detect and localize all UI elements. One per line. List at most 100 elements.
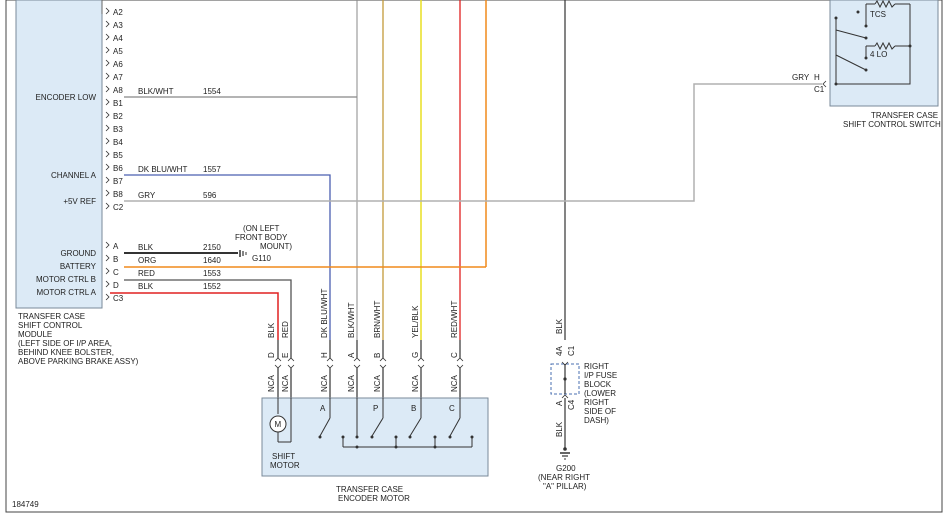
nca-labels: NCA NCA NCA NCA NCA NCA NCA — [267, 374, 459, 392]
vlabel-brnwht: BRN/WHT — [373, 301, 382, 338]
vlabel-blkwht: BLK/WHT — [347, 302, 356, 338]
wire-circuit-label: 596 — [203, 191, 217, 200]
svg-text:NCA: NCA — [267, 374, 276, 392]
svg-text:A: A — [347, 352, 356, 358]
svg-text:NCA: NCA — [320, 374, 329, 392]
svg-text:G: G — [411, 352, 420, 358]
wire-1557 — [124, 174, 331, 340]
vlabel-yelblk: YEL/BLK — [411, 305, 420, 338]
svg-text:I/P FUSE: I/P FUSE — [584, 371, 617, 380]
svg-text:G110: G110 — [252, 254, 272, 263]
svg-text:SIDE OF: SIDE OF — [584, 407, 616, 416]
ground-g200-location: (NEAR RIGHT — [538, 473, 590, 482]
svg-text:MODULE: MODULE — [18, 330, 52, 339]
encoder-bus — [395, 437, 436, 447]
shift-motor-label: MOTOR — [270, 461, 300, 470]
svg-text:NCA: NCA — [373, 374, 382, 392]
label-5v-ref: +5V REF — [63, 197, 96, 206]
switch-title: SHIFT CONTROL SWITCH — [843, 120, 941, 129]
svg-text:RIGHT: RIGHT — [584, 398, 609, 407]
switch-wire-gry: GRY — [792, 73, 810, 82]
pin-label: A8 — [113, 86, 123, 95]
pin-label: B3 — [113, 125, 123, 134]
motor-connector-chevrons — [274, 357, 464, 369]
ground-g110-symbol — [239, 250, 247, 257]
label-encoder-low: ENCODER LOW — [36, 93, 97, 102]
pin-label: C — [113, 268, 119, 277]
svg-text:NCA: NCA — [450, 374, 459, 392]
svg-text:FRONT BODY: FRONT BODY — [235, 233, 288, 242]
pin-label: B8 — [113, 190, 123, 199]
shift-control-switch-box — [829, 0, 939, 107]
motor-connector-pins: D E H A B G C — [267, 352, 459, 358]
encoder-junction-dots — [318, 435, 474, 449]
pin-label: C3 — [113, 294, 124, 303]
pin-label: A7 — [113, 73, 123, 82]
ground-g110-label: (ON LEFT FRONT BODY MOUNT) G110 — [235, 224, 292, 263]
ground-g200-label: G200 — [556, 464, 576, 473]
svg-text:MOUNT): MOUNT) — [260, 242, 292, 251]
svg-text:BLOCK: BLOCK — [584, 380, 612, 389]
pin-label: A5 — [113, 47, 123, 56]
label-channel-a: CHANNEL A — [51, 171, 97, 180]
fuse-pin-4a: 4A — [555, 346, 564, 356]
wire-color-label: BLK/WHT — [138, 87, 174, 96]
pin-label: B5 — [113, 151, 123, 160]
fuse-conn-c1: C1 — [567, 345, 576, 356]
shift-motor-symbol: M — [269, 398, 292, 443]
svg-text:M: M — [275, 420, 282, 429]
fuse-conn-c4: C4 — [567, 399, 576, 410]
pin-label: A — [113, 242, 119, 251]
fuse-block-chevrons — [561, 361, 569, 399]
svg-text:BEHIND KNEE BOLSTER,: BEHIND KNEE BOLSTER, — [18, 348, 114, 357]
shift-control-module-box — [15, 0, 103, 309]
vlabel-dkbluwht: DK BLU/WHT — [320, 289, 329, 338]
pin-label: A6 — [113, 60, 123, 69]
pin-label: B4 — [113, 138, 123, 147]
fuse-block-label: RIGHT I/P FUSE BLOCK (LOWER RIGHT SIDE O… — [584, 362, 617, 425]
wire-color-label: BLK — [138, 243, 154, 252]
svg-text:B: B — [373, 353, 382, 358]
wire-color-label: ORG — [138, 256, 156, 265]
svg-text:ABOVE PARKING BRAKE ASSY): ABOVE PARKING BRAKE ASSY) — [18, 357, 139, 366]
wire-circuit-label: 1640 — [203, 256, 221, 265]
svg-text:(LEFT SIDE OF I/P AREA,: (LEFT SIDE OF I/P AREA, — [18, 339, 112, 348]
wire-color-label: RED — [138, 269, 155, 278]
module-pins-a: A2 A3 A4 A5 A6 A7 A8 — [113, 8, 123, 95]
svg-text:SHIFT CONTROL: SHIFT CONTROL — [18, 321, 83, 330]
figure-number: 184749 — [12, 500, 39, 509]
wire-circuit-label: 1554 — [203, 87, 221, 96]
svg-text:(ON LEFT: (ON LEFT — [243, 224, 280, 233]
pin-label: A3 — [113, 21, 123, 30]
svg-text:NCA: NCA — [411, 374, 420, 392]
svg-text:NCA: NCA — [347, 374, 356, 392]
pin-label: B — [113, 255, 118, 264]
switch-label-c: C — [449, 404, 455, 413]
wire-circuit-label: 1553 — [203, 269, 221, 278]
wire-color-label: BLK — [138, 282, 154, 291]
pin-label: C2 — [113, 203, 124, 212]
label-ground: GROUND — [60, 249, 96, 258]
switch-title: TRANSFER CASE — [871, 111, 938, 120]
vlabel-red: RED — [281, 321, 290, 338]
pin-label: B7 — [113, 177, 123, 186]
label-motor-ctrl-a: MOTOR CTRL A — [36, 288, 96, 297]
svg-text:NCA: NCA — [281, 374, 290, 392]
pin-label: D — [113, 281, 119, 290]
switch-4lo-label: 4 LO — [870, 50, 887, 59]
wire-circuit-label: 1552 — [203, 282, 221, 291]
switch-pin-h: H — [814, 73, 820, 82]
label-motor-ctrl-b: MOTOR CTRL B — [36, 275, 96, 284]
switch-label-p: P — [373, 404, 378, 413]
svg-text:(LOWER: (LOWER — [584, 389, 616, 398]
wire-1553 — [124, 279, 292, 340]
svg-text:C: C — [450, 352, 459, 358]
switch-conn-c1: C1 — [814, 85, 825, 94]
svg-text:H: H — [320, 352, 329, 358]
wire-596 — [124, 83, 812, 202]
fuse-pin-a: A — [555, 400, 564, 406]
switch-label-a: A — [320, 404, 326, 413]
vlabel-blk-bottom: BLK — [555, 421, 564, 437]
svg-text:RIGHT: RIGHT — [584, 362, 609, 371]
